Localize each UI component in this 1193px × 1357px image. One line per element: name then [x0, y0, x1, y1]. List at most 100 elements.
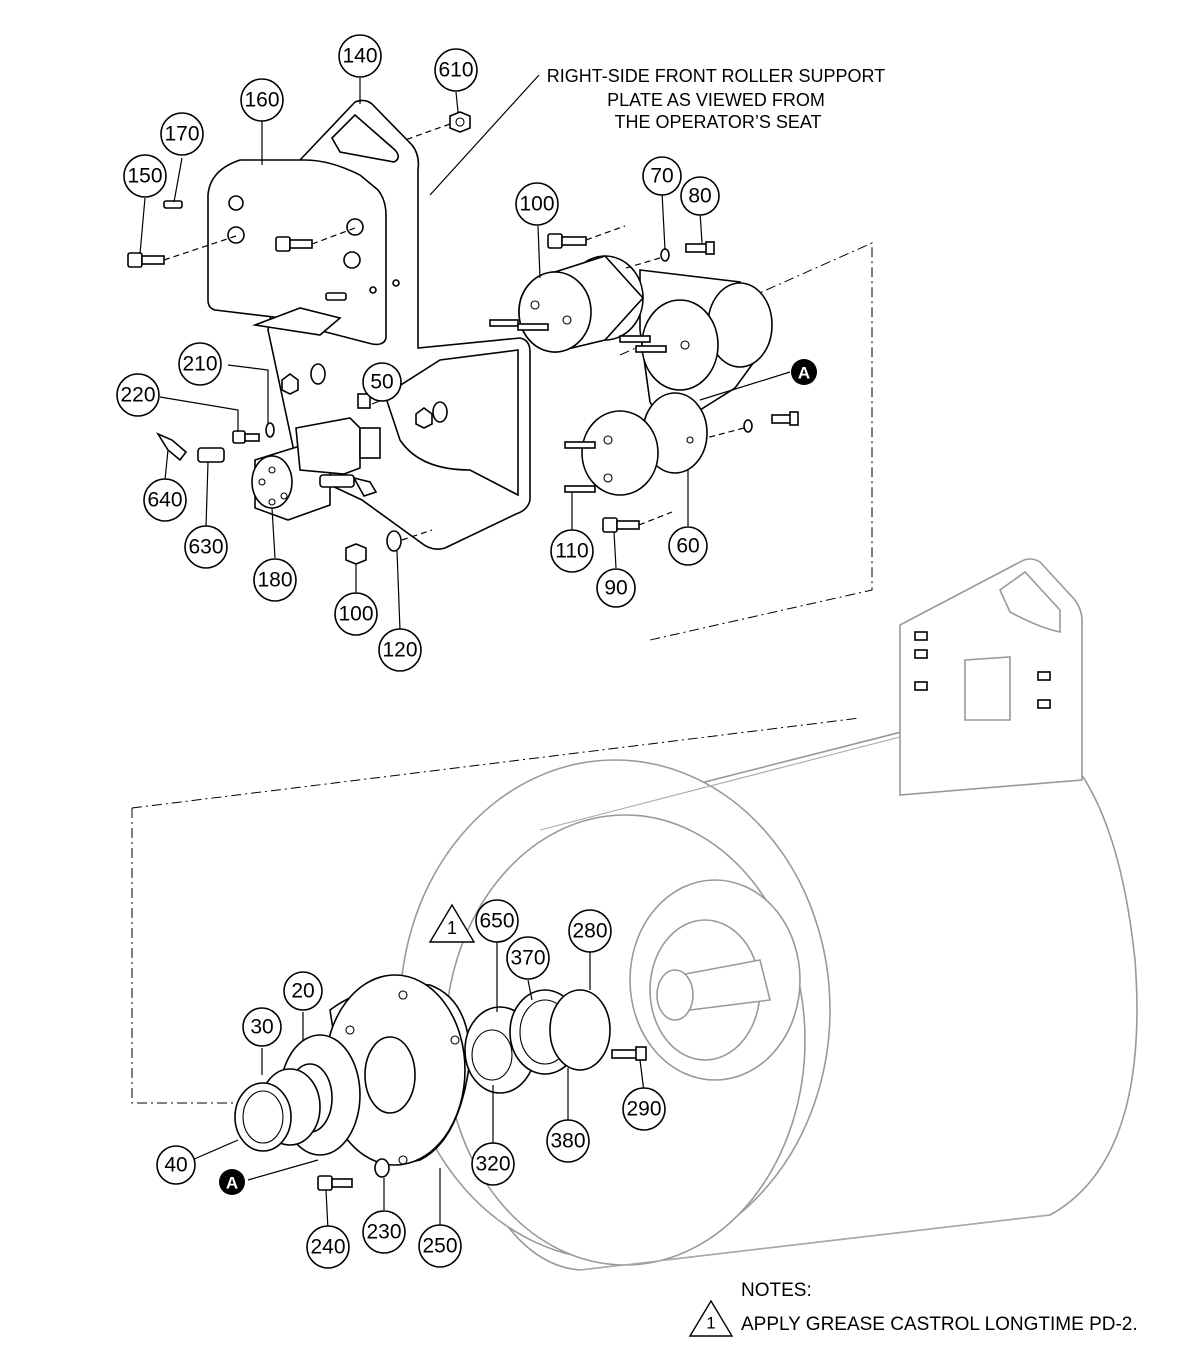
- washer-plate-b: [432, 401, 448, 423]
- balloon-60: 60: [668, 526, 708, 566]
- coupling-50: [357, 393, 371, 409]
- roller-studs: [489, 319, 667, 493]
- note-1-marker: 1: [706, 1314, 715, 1333]
- fitting-motor-right: [319, 474, 378, 497]
- fitting-630: [197, 447, 225, 463]
- washer-230: [374, 1158, 390, 1178]
- nut-plate-b: [415, 407, 433, 429]
- svg-text:380: 380: [550, 1130, 585, 1153]
- svg-text:170: 170: [164, 123, 199, 146]
- balloon-220: 220: [116, 373, 160, 417]
- screw-right: [771, 411, 799, 426]
- balloon-630: 630: [184, 525, 228, 569]
- svg-text:60: 60: [676, 535, 699, 558]
- nut-100-lower: [345, 543, 367, 565]
- grease-note-marker: 1: [428, 903, 476, 943]
- detail-marker-a-top: A: [791, 359, 817, 385]
- support-frame-far: [899, 558, 1083, 796]
- balloon-50: 50: [362, 362, 402, 402]
- balloon-320: 320: [471, 1142, 515, 1186]
- svg-text:610: 610: [438, 59, 473, 82]
- roller-lower: [581, 392, 708, 496]
- svg-text:240: 240: [310, 1236, 345, 1259]
- bolt-150: [127, 252, 165, 268]
- nut-plate-a: [281, 373, 299, 395]
- washer-210: [265, 422, 275, 438]
- bolt-100-top: [547, 233, 587, 249]
- balloon-180: 180: [253, 558, 297, 602]
- washer-plate-a: [310, 363, 326, 385]
- balloon-150: 150: [123, 154, 167, 198]
- svg-text:70: 70: [650, 165, 673, 188]
- screw-170: [163, 200, 183, 209]
- screw-290: [611, 1046, 647, 1061]
- balloon-610: 610: [434, 48, 478, 92]
- detail-marker-a-bottom: A: [219, 1169, 245, 1195]
- svg-text:160: 160: [244, 89, 279, 112]
- balloon-640: 640: [143, 478, 187, 522]
- washer-right: [743, 419, 753, 433]
- far-bolts: [914, 631, 1051, 709]
- washer-120: [386, 530, 402, 552]
- leader-lines: [139, 74, 791, 1231]
- balloon-290: 290: [622, 1087, 666, 1131]
- notes-block: NOTES: 1 APPLY GREASE CASTROL LONGTIME P…: [688, 1280, 1138, 1337]
- svg-text:80: 80: [688, 185, 711, 208]
- grease-note-marker-label: 1: [447, 918, 457, 938]
- svg-text:100: 100: [519, 193, 554, 216]
- roller-middle: [641, 282, 773, 391]
- balloon-230: 230: [362, 1210, 406, 1254]
- bolt-220: [232, 430, 260, 444]
- balloon-30: 30: [242, 1007, 282, 1047]
- balloon-70: 70: [642, 156, 682, 196]
- item-balloons: 140 610 160 170 150 70 80 100 210 220 50…: [116, 34, 720, 1269]
- balloon-650: 650: [475, 899, 519, 943]
- assembly-boundary-line: [131, 242, 873, 1104]
- svg-text:220: 220: [120, 384, 155, 407]
- seal-40: [234, 1082, 292, 1152]
- svg-text:650: 650: [479, 910, 514, 933]
- svg-text:150: 150: [127, 165, 162, 188]
- balloon-140: 140: [338, 34, 382, 78]
- detail-marker-a-top-label: A: [798, 364, 810, 383]
- svg-text:90: 90: [604, 577, 627, 600]
- nut-610: [449, 111, 471, 133]
- svg-text:40: 40: [164, 1154, 187, 1177]
- balloon-100-bottom: 100: [334, 592, 378, 636]
- svg-text:230: 230: [366, 1221, 401, 1244]
- svg-text:370: 370: [510, 947, 545, 970]
- svg-text:30: 30: [250, 1016, 273, 1039]
- svg-text:250: 250: [422, 1235, 457, 1258]
- balloon-380: 380: [546, 1119, 590, 1163]
- screw-plate: [325, 292, 347, 301]
- support-plate-callout: RIGHT-SIDE FRONT ROLLER SUPPORT PLATE AS…: [547, 66, 885, 132]
- callout-line-2: PLATE AS VIEWED FROM: [607, 90, 825, 110]
- callout-line-3: THE OPERATOR’S SEAT: [614, 112, 821, 132]
- balloon-170: 170: [160, 112, 204, 156]
- screw-80: [685, 241, 715, 255]
- notes-title: NOTES:: [741, 1280, 812, 1301]
- bolt-90: [602, 517, 640, 533]
- svg-text:180: 180: [257, 569, 292, 592]
- washer-70: [660, 248, 670, 262]
- hydraulic-motor: [251, 417, 381, 521]
- svg-text:210: 210: [182, 353, 217, 376]
- svg-text:120: 120: [382, 639, 417, 662]
- flange-280: [549, 989, 611, 1071]
- drum-hub-far: [629, 879, 801, 1081]
- mounting-plate: [207, 159, 400, 346]
- svg-text:110: 110: [555, 540, 588, 563]
- svg-text:320: 320: [475, 1153, 510, 1176]
- screw-240: [317, 1175, 353, 1191]
- balloon-370: 370: [506, 936, 550, 980]
- svg-text:630: 630: [188, 536, 223, 559]
- balloon-90: 90: [596, 568, 636, 608]
- svg-text:50: 50: [370, 371, 393, 394]
- balloon-240: 240: [306, 1225, 350, 1269]
- svg-text:280: 280: [572, 920, 607, 943]
- svg-text:290: 290: [626, 1098, 661, 1121]
- balloon-250: 250: [418, 1224, 462, 1268]
- balloon-120: 120: [378, 628, 422, 672]
- svg-text:640: 640: [147, 489, 182, 512]
